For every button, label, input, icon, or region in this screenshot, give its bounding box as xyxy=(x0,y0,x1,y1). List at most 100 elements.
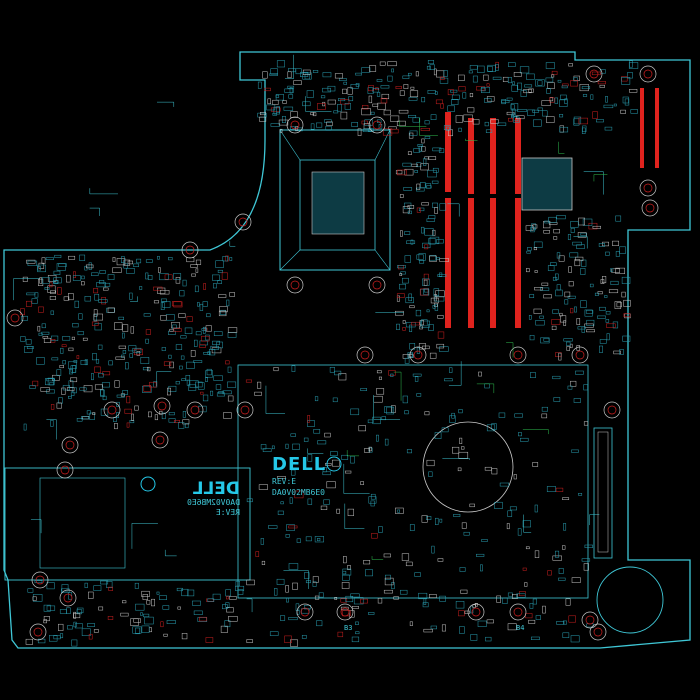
smd-component xyxy=(171,322,180,329)
traces xyxy=(13,54,608,613)
smd-component xyxy=(534,270,538,273)
smd-component xyxy=(614,301,622,309)
smd-component xyxy=(282,100,287,104)
smd-component xyxy=(205,637,214,643)
smd-component xyxy=(460,589,468,594)
smd-component xyxy=(67,625,73,630)
smd-component xyxy=(270,123,281,127)
smd-component xyxy=(347,508,354,516)
smd-component xyxy=(491,468,498,475)
smd-component xyxy=(449,367,453,373)
smd-component xyxy=(575,256,584,262)
smd-component xyxy=(229,257,233,261)
smd-component xyxy=(291,469,296,476)
smd-component xyxy=(556,252,561,259)
smd-component xyxy=(277,476,286,479)
smd-component xyxy=(88,633,93,640)
via-ring xyxy=(290,120,300,130)
smd-component xyxy=(37,264,46,273)
smd-component xyxy=(570,80,578,87)
smd-component xyxy=(597,315,606,319)
smd-component xyxy=(355,631,360,635)
smd-component xyxy=(378,376,382,380)
smd-component xyxy=(420,163,429,171)
smd-component xyxy=(83,385,93,393)
smd-component xyxy=(501,99,506,105)
smd-component xyxy=(195,381,203,388)
smd-component xyxy=(527,247,532,251)
smd-component xyxy=(318,592,324,598)
smd-component xyxy=(530,372,536,378)
smd-component xyxy=(599,84,605,88)
smd-component xyxy=(378,526,383,533)
smd-component xyxy=(402,327,406,331)
smd-component xyxy=(290,639,298,647)
smd-component xyxy=(153,286,163,291)
smd-component xyxy=(133,263,139,267)
smd-component xyxy=(424,411,430,416)
smd-component xyxy=(528,88,534,93)
mounting-holes xyxy=(6,65,659,641)
smd-component xyxy=(376,434,379,442)
smd-component xyxy=(128,345,137,352)
smd-component xyxy=(144,616,154,625)
via-ring xyxy=(513,607,523,617)
smd-component xyxy=(424,120,430,125)
smd-component xyxy=(153,300,159,304)
smd-component xyxy=(432,202,438,208)
smd-component xyxy=(212,340,220,345)
smd-component xyxy=(20,308,25,316)
smd-component xyxy=(310,123,315,130)
smd-component xyxy=(443,125,451,131)
smd-component xyxy=(420,320,430,328)
smd-component xyxy=(458,610,465,617)
smd-component xyxy=(141,590,150,597)
via-ring xyxy=(107,405,117,415)
smd-component xyxy=(327,99,336,105)
smd-component xyxy=(156,591,160,595)
smd-component xyxy=(581,326,585,333)
smd-component xyxy=(66,387,75,391)
smd-component xyxy=(223,412,232,419)
smd-component xyxy=(403,187,413,191)
smd-component xyxy=(342,574,350,581)
smd-component xyxy=(129,353,133,358)
mounting-hole xyxy=(31,571,49,589)
smd-component xyxy=(604,126,613,131)
mounting-hole xyxy=(234,213,252,231)
smd-component xyxy=(529,335,535,341)
part-number-label: DA0V02MB6E0 xyxy=(272,488,325,497)
smd-component xyxy=(343,81,347,85)
smd-component xyxy=(61,584,69,592)
smd-component xyxy=(167,387,171,396)
smd-component xyxy=(74,623,83,629)
smd-component xyxy=(320,95,326,99)
smd-component xyxy=(290,433,296,437)
trace xyxy=(89,188,118,195)
smd-component xyxy=(421,97,426,103)
smd-component xyxy=(439,258,449,262)
mounting-hole xyxy=(59,589,77,607)
smd-component xyxy=(624,313,631,319)
trace xyxy=(523,514,532,533)
smd-component xyxy=(125,362,129,370)
smd-component xyxy=(136,351,141,356)
smd-component xyxy=(424,228,434,236)
smd-component xyxy=(284,635,292,643)
smd-component xyxy=(178,313,186,318)
smd-component xyxy=(179,290,185,297)
smd-component xyxy=(47,285,56,293)
smd-component xyxy=(550,262,557,266)
smd-component xyxy=(416,187,425,192)
smd-component xyxy=(507,77,512,84)
smd-component xyxy=(222,390,232,395)
smd-component xyxy=(262,448,272,452)
smd-component xyxy=(88,591,94,599)
smd-component xyxy=(547,265,555,271)
smd-component xyxy=(390,115,400,122)
smd-component xyxy=(541,282,549,286)
smd-component xyxy=(316,620,323,627)
mounting-hole xyxy=(286,276,304,294)
smd-component xyxy=(197,382,205,390)
trace xyxy=(589,514,600,526)
